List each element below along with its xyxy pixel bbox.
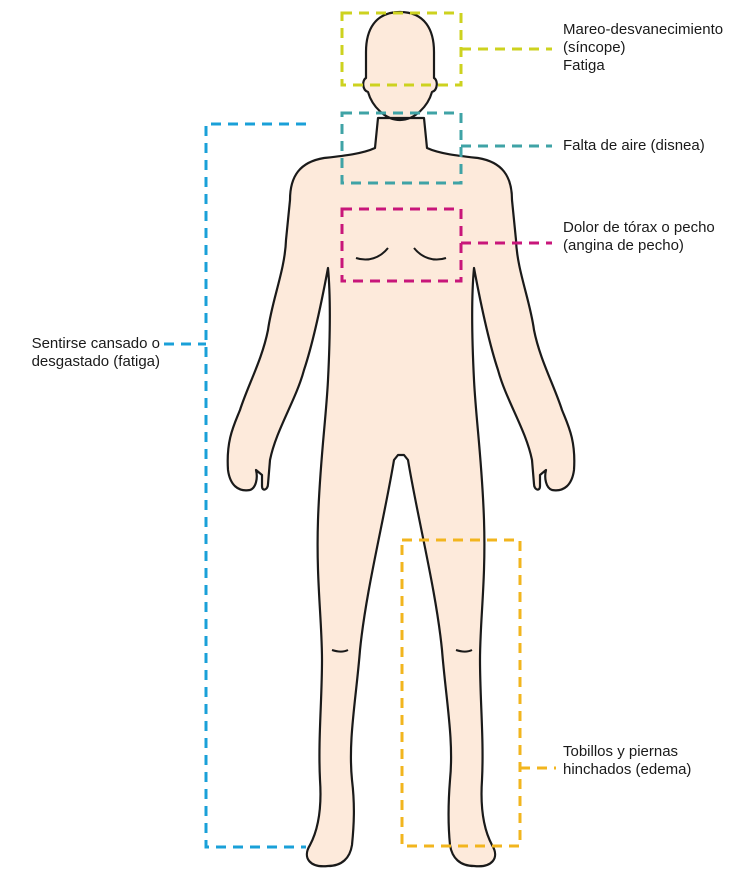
label-legs-line1: Tobillos y piernas [563,743,691,761]
label-chest-line1: Dolor de tórax o pecho [563,219,715,237]
label-breath-line1: Falta de aire (disnea) [563,137,705,155]
label-legs-line2: hinchados (edema) [563,761,691,779]
label-head-line2: (síncope) [563,39,723,57]
label-fatigue-symptoms: Sentirse cansado o desgastado (fatiga) [4,335,160,371]
label-head-line1: Mareo-desvanecimiento [563,21,723,39]
label-fatigue-line2: desgastado (fatiga) [4,353,160,371]
label-breath-symptoms: Falta de aire (disnea) [563,137,705,155]
label-chest-line2: (angina de pecho) [563,237,715,255]
label-head-symptoms: Mareo-desvanecimiento (síncope) Fatiga [563,21,723,75]
label-head-line3: Fatiga [563,57,723,75]
label-fatigue-line1: Sentirse cansado o [4,335,160,353]
label-legs-symptoms: Tobillos y piernas hinchados (edema) [563,743,691,779]
label-chest-symptoms: Dolor de tórax o pecho (angina de pecho) [563,219,715,255]
